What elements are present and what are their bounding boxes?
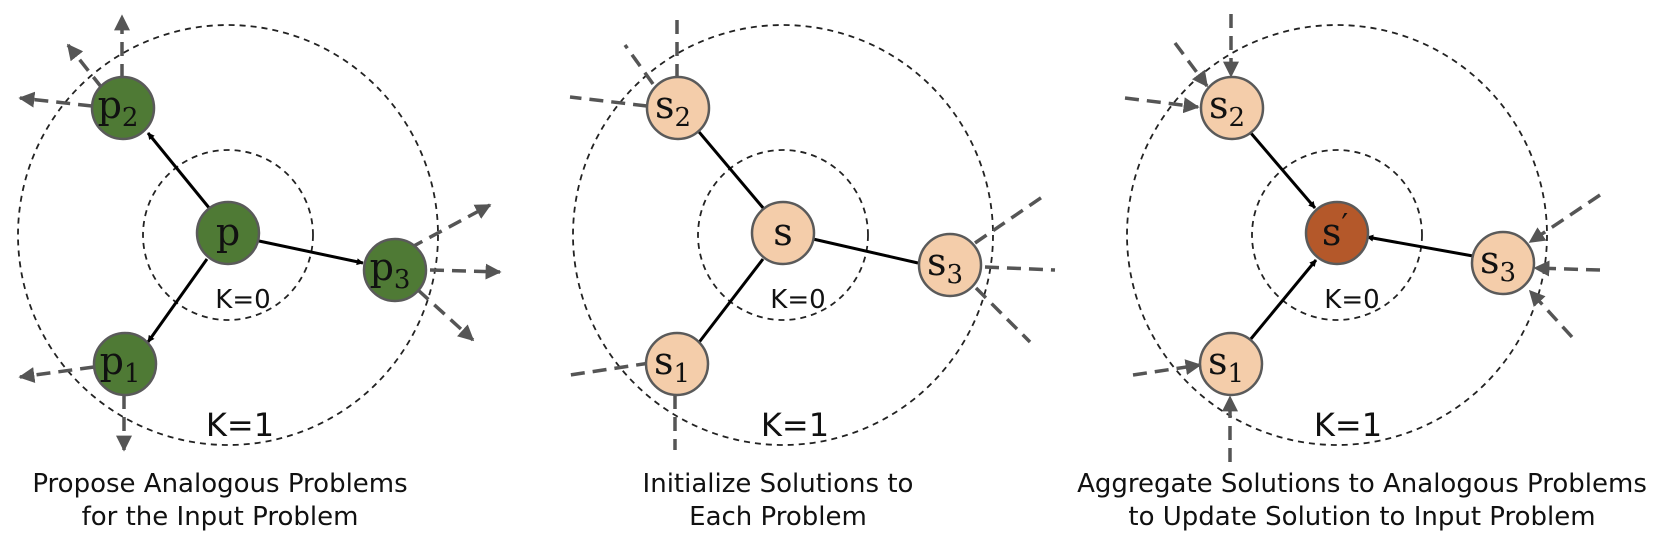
- k-outer-label: K=1: [761, 406, 829, 444]
- svg-text:s′: s′: [1322, 208, 1349, 254]
- k-outer-label: K=1: [1314, 406, 1382, 444]
- solid-edges: [692, 125, 919, 346]
- svg-text:s2: s2: [1209, 83, 1245, 133]
- dashed-arrow: [66, 43, 104, 90]
- solid-edge: [695, 258, 765, 346]
- svg-text:s3: s3: [927, 240, 963, 290]
- dashed-line: [984, 265, 1056, 272]
- solid-arrows: [1248, 131, 1474, 341]
- solid-arrow: [1366, 234, 1474, 258]
- inner-ring-k0: [142, 149, 314, 321]
- solid-arrow: [146, 132, 212, 210]
- panel-propose-problems: p p2 p3 p1 K=0 K=1 Propose Analogous Pro…: [17, 14, 502, 532]
- svg-text:p1: p1: [100, 339, 141, 389]
- solid-arrows: [146, 132, 364, 343]
- k-inner-label: K=0: [1324, 285, 1379, 315]
- solid-arrow: [1248, 131, 1317, 209]
- caption-line-2: Each Problem: [689, 502, 867, 532]
- svg-text:p: p: [216, 210, 240, 254]
- caption-line-1: Initialize Solutions to: [643, 469, 914, 499]
- svg-text:s1: s1: [654, 339, 690, 389]
- node-center: s: [750, 200, 816, 266]
- svg-text:s2: s2: [655, 83, 691, 133]
- dashed-arrow: [429, 263, 502, 280]
- dashed-line: [569, 95, 648, 108]
- dashed-line: [623, 43, 655, 86]
- outer-ring-k1: [17, 24, 439, 446]
- dashed-arrow: [18, 91, 93, 108]
- node-center-updated: s′: [1304, 200, 1370, 266]
- node-neighbor-3: p3: [362, 237, 428, 303]
- k-outer-label: K=1: [206, 406, 274, 444]
- node-center: p: [195, 200, 261, 266]
- k-inner-label: K=0: [215, 285, 270, 315]
- solid-arrow: [146, 258, 209, 343]
- panel-initialize-solutions: s s2 s3 s1 K=0 K=1 Initialize Solutions …: [569, 16, 1056, 532]
- node-neighbor-1: s1: [644, 331, 710, 397]
- caption-line-1: Aggregate Solutions to Analogous Problem…: [1077, 469, 1647, 499]
- dashed-arrow: [1533, 260, 1601, 277]
- outer-ring-k1: [1126, 24, 1548, 446]
- dashed-line: [569, 361, 651, 377]
- caption-line-2: to Update Solution to Input Problem: [1128, 502, 1595, 532]
- svg-text:s3: s3: [1480, 238, 1516, 288]
- dashed-arrow: [18, 365, 95, 383]
- node-neighbor-1: s1: [1198, 331, 1264, 397]
- node-neighbor-2: p2: [90, 75, 156, 141]
- solid-arrow: [258, 239, 364, 266]
- node-neighbor-3: s3: [1470, 230, 1536, 296]
- dashed-line: [974, 286, 1032, 344]
- caption-line-2: for the Input Problem: [82, 502, 359, 532]
- solid-edge: [692, 125, 766, 210]
- node-neighbor-2: s2: [645, 75, 711, 141]
- svg-text:p2: p2: [98, 83, 139, 133]
- dashed-arrows: [18, 14, 502, 452]
- node-neighbor-2: s2: [1199, 75, 1265, 141]
- dashed-arrow: [1528, 193, 1601, 244]
- panel-aggregate-solutions: s′ s2 s3 s1 K=0 K=1 Aggregate Solutions …: [1077, 14, 1647, 532]
- outer-ring-k1: [572, 24, 994, 446]
- solid-edge: [812, 237, 919, 265]
- caption-line-1: Propose Analogous Problems: [32, 469, 407, 499]
- svg-text:s: s: [773, 210, 793, 254]
- dashed-arrow: [1124, 96, 1200, 114]
- dashed-arrow: [1173, 41, 1209, 88]
- dashed-lines: [569, 16, 1056, 450]
- dashed-arrow: [1132, 359, 1202, 377]
- node-neighbor-1: p1: [92, 331, 158, 397]
- dashed-line: [974, 193, 1046, 245]
- inner-ring-k0: [697, 149, 869, 321]
- dashed-arrows: [1124, 14, 1601, 462]
- dashed-arrow: [1528, 289, 1574, 339]
- dashed-arrow: [409, 203, 492, 250]
- inner-ring-k0: [1251, 149, 1423, 321]
- dashed-arrow: [416, 288, 475, 342]
- k-inner-label: K=0: [770, 285, 825, 315]
- svg-text:s1: s1: [1208, 339, 1244, 389]
- solid-arrow: [1248, 259, 1318, 341]
- svg-text:p3: p3: [370, 245, 411, 295]
- node-neighbor-3: s3: [917, 232, 983, 298]
